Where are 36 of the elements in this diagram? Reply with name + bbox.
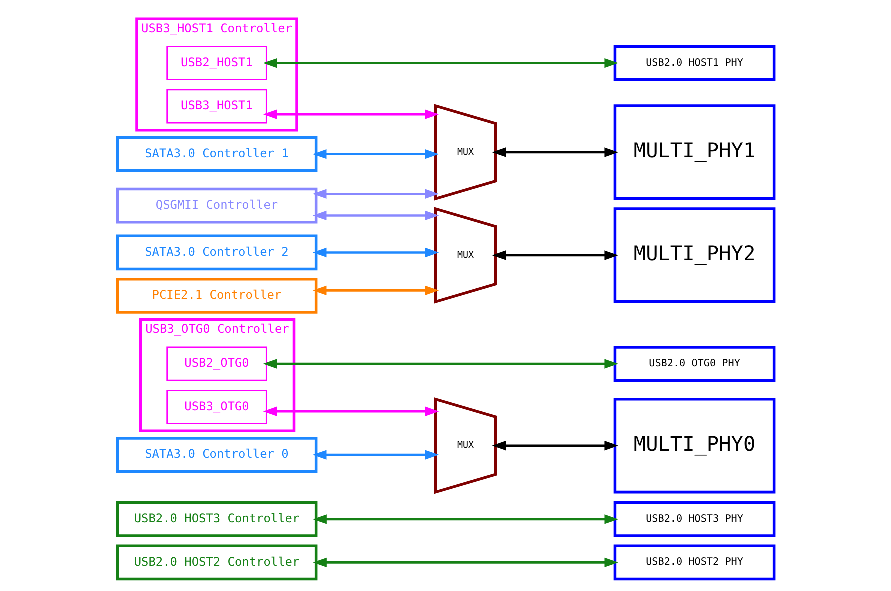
node-box: USB2.0 HOST3 Controller bbox=[116, 502, 318, 538]
arrow bbox=[262, 406, 439, 416]
node-box: USB2.0 HOST1 PHY bbox=[613, 45, 776, 82]
arrow bbox=[312, 558, 618, 568]
node-box: MULTI_PHY1 bbox=[613, 104, 776, 200]
node-box: USB3_OTG0 bbox=[166, 390, 267, 424]
arrow bbox=[312, 149, 439, 160]
arrow bbox=[312, 210, 439, 221]
node-box: SATA3.0 Controller 0 bbox=[116, 437, 318, 473]
arrow bbox=[492, 441, 618, 451]
node-box: USB2.0 HOST2 Controller bbox=[116, 544, 318, 581]
arrow bbox=[312, 514, 618, 524]
node-box: USB3_HOST1 bbox=[166, 89, 267, 124]
arrow bbox=[262, 359, 618, 369]
node-box: USB2.0 HOST2 PHY bbox=[613, 544, 776, 581]
arrow bbox=[312, 189, 439, 199]
node-box: USB2.0 HOST3 PHY bbox=[613, 502, 776, 538]
arrow bbox=[492, 250, 618, 260]
node-box: USB2_HOST1 bbox=[166, 46, 267, 81]
node-box: USB2_OTG0 bbox=[166, 346, 267, 382]
node-box: PCIE2.1 Controller bbox=[116, 278, 318, 314]
node-box: QSGMII Controller bbox=[116, 188, 318, 224]
node-box: MUX bbox=[434, 207, 497, 304]
arrow bbox=[312, 450, 439, 460]
arrow bbox=[262, 58, 618, 68]
node-box: MULTI_PHY2 bbox=[613, 208, 776, 304]
arrow bbox=[312, 286, 439, 296]
node-box: MUX bbox=[434, 104, 497, 201]
node-box: USB2.0 OTG0 PHY bbox=[613, 346, 776, 382]
node-box: MULTI_PHY0 bbox=[613, 398, 776, 494]
arrow bbox=[312, 248, 439, 258]
node-box: MUX bbox=[434, 398, 497, 494]
node-box: SATA3.0 Controller 1 bbox=[116, 136, 318, 172]
arrow bbox=[492, 148, 618, 158]
arrow bbox=[262, 110, 439, 120]
node-box: SATA3.0 Controller 2 bbox=[116, 234, 318, 271]
